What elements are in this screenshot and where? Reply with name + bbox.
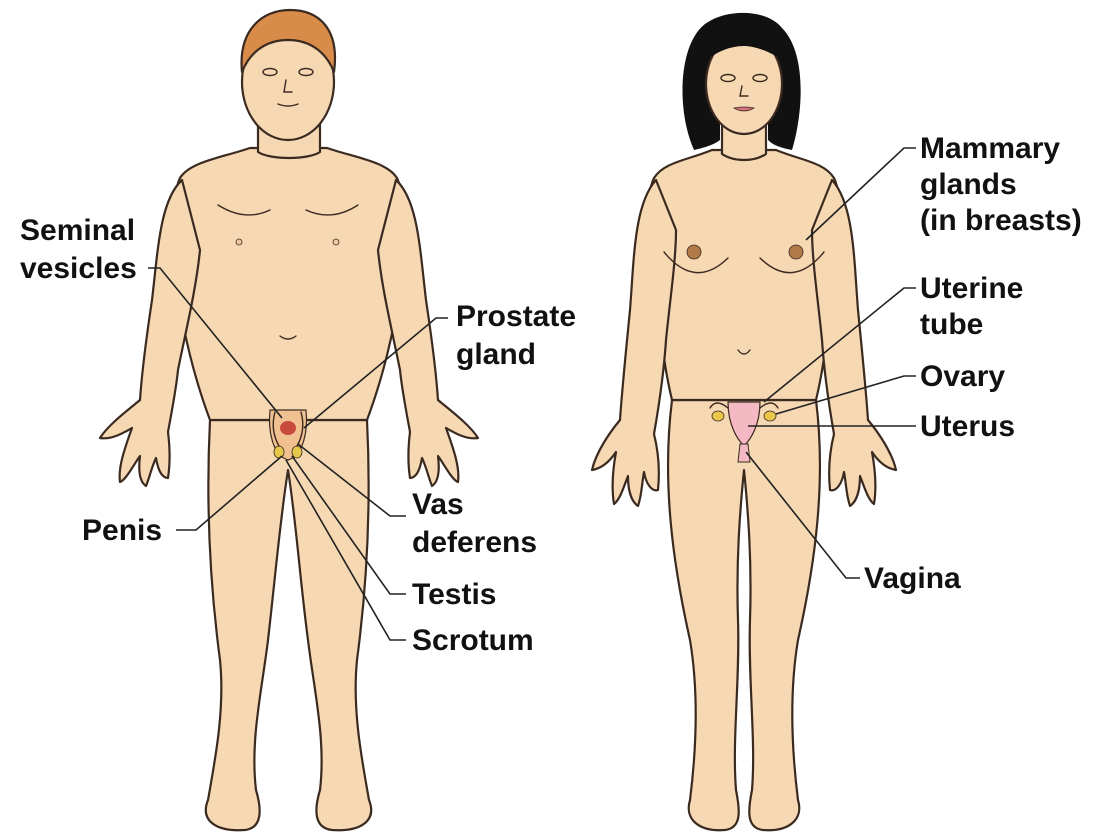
male-right-arm — [378, 180, 478, 486]
female-legs — [668, 400, 820, 830]
female-ovary-right — [764, 411, 776, 421]
label-vagina: Vagina — [864, 562, 961, 595]
male-prostate — [280, 421, 296, 435]
male-testis-left — [274, 446, 284, 458]
female-ovary-left — [712, 411, 724, 421]
female-areola-left — [687, 245, 701, 259]
label-uterine-tube: Uterine tube — [920, 272, 1032, 341]
label-ovary: Ovary — [920, 360, 1005, 393]
label-vas-deferens: Vas deferens — [412, 488, 537, 559]
female-right-arm — [812, 180, 896, 506]
label-testis: Testis — [412, 578, 496, 611]
label-uterus: Uterus — [920, 410, 1015, 443]
female-left-arm — [592, 180, 676, 506]
male-torso — [173, 148, 405, 420]
label-prostate-gland: Prostate gland — [456, 300, 584, 371]
label-seminal-vesicles: Seminal vesicles — [20, 214, 143, 285]
female-figure — [592, 13, 896, 830]
label-penis: Penis — [82, 514, 162, 547]
female-vagina — [738, 444, 750, 462]
male-figure — [100, 10, 478, 830]
label-mammary-glands: Mammary glands (in breasts) — [920, 132, 1082, 237]
male-testis-right — [292, 446, 302, 458]
label-scrotum: Scrotum — [412, 624, 534, 657]
male-reproductive-organs — [270, 410, 307, 460]
female-areola-right — [789, 245, 803, 259]
